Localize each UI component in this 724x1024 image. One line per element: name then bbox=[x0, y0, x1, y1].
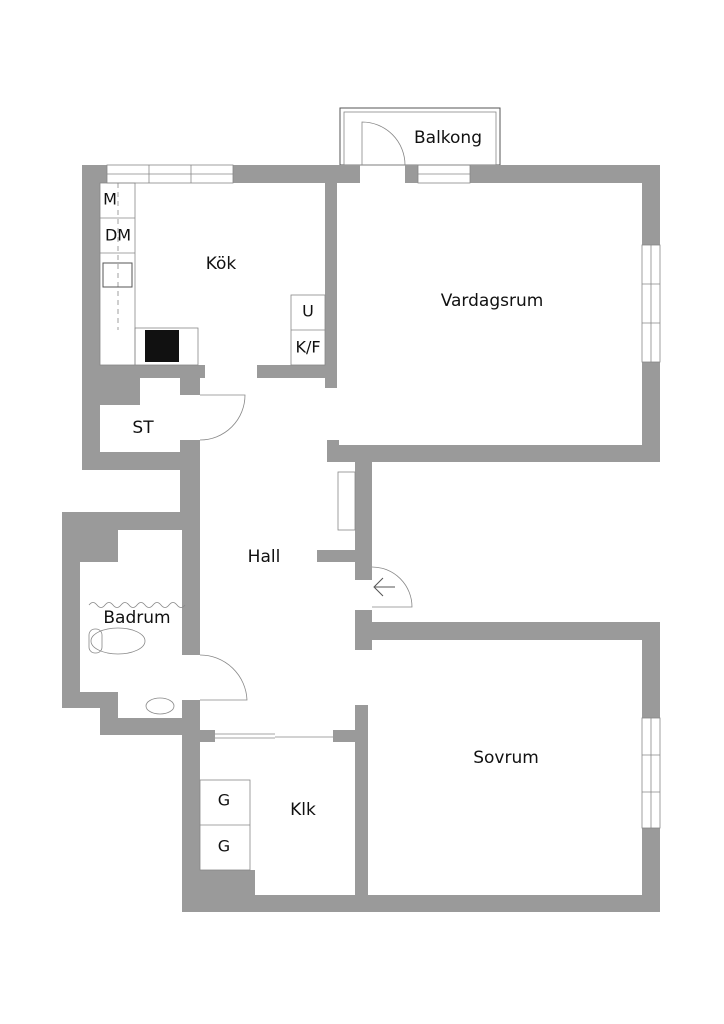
bathroom-fixtures bbox=[88, 602, 186, 715]
room-label-kitchen: Kök bbox=[206, 254, 237, 274]
fixture-label-wardrobe: G bbox=[218, 837, 230, 856]
radiator-icon bbox=[337, 471, 356, 531]
toilet-icon bbox=[90, 627, 146, 655]
room-label-bedroom: Sovrum bbox=[473, 748, 539, 768]
room-label-balcony: Balkong bbox=[414, 128, 482, 148]
windows bbox=[106, 164, 661, 829]
doors bbox=[199, 394, 413, 739]
shower-curtain bbox=[88, 602, 186, 608]
room-label-hall: Hall bbox=[248, 547, 281, 567]
entrance-arrow-icon bbox=[373, 577, 395, 597]
kitchen-fixtures bbox=[99, 182, 356, 871]
room-label-bathroom: Badrum bbox=[103, 608, 170, 628]
room-label-living-room: Vardagsrum bbox=[441, 291, 544, 311]
fixture-label-dishwasher: DM bbox=[105, 226, 131, 245]
fixture-label-wardrobe: G bbox=[218, 791, 230, 810]
fixture-label-fridge-freezer: K/F bbox=[295, 338, 320, 357]
fixture-label-microwave: M bbox=[103, 190, 117, 209]
room-label-storage: ST bbox=[132, 418, 154, 438]
bathroom-door bbox=[199, 654, 248, 701]
fixture-label-oven: U bbox=[302, 302, 314, 321]
sink-icon bbox=[102, 262, 133, 288]
storage-door bbox=[199, 394, 246, 441]
stove-icon bbox=[145, 330, 179, 362]
entrance-door bbox=[371, 566, 413, 608]
balcony-door bbox=[361, 121, 406, 166]
walls bbox=[62, 165, 660, 912]
room-label-closet: Klk bbox=[290, 800, 316, 820]
washbasin-icon bbox=[145, 697, 175, 715]
